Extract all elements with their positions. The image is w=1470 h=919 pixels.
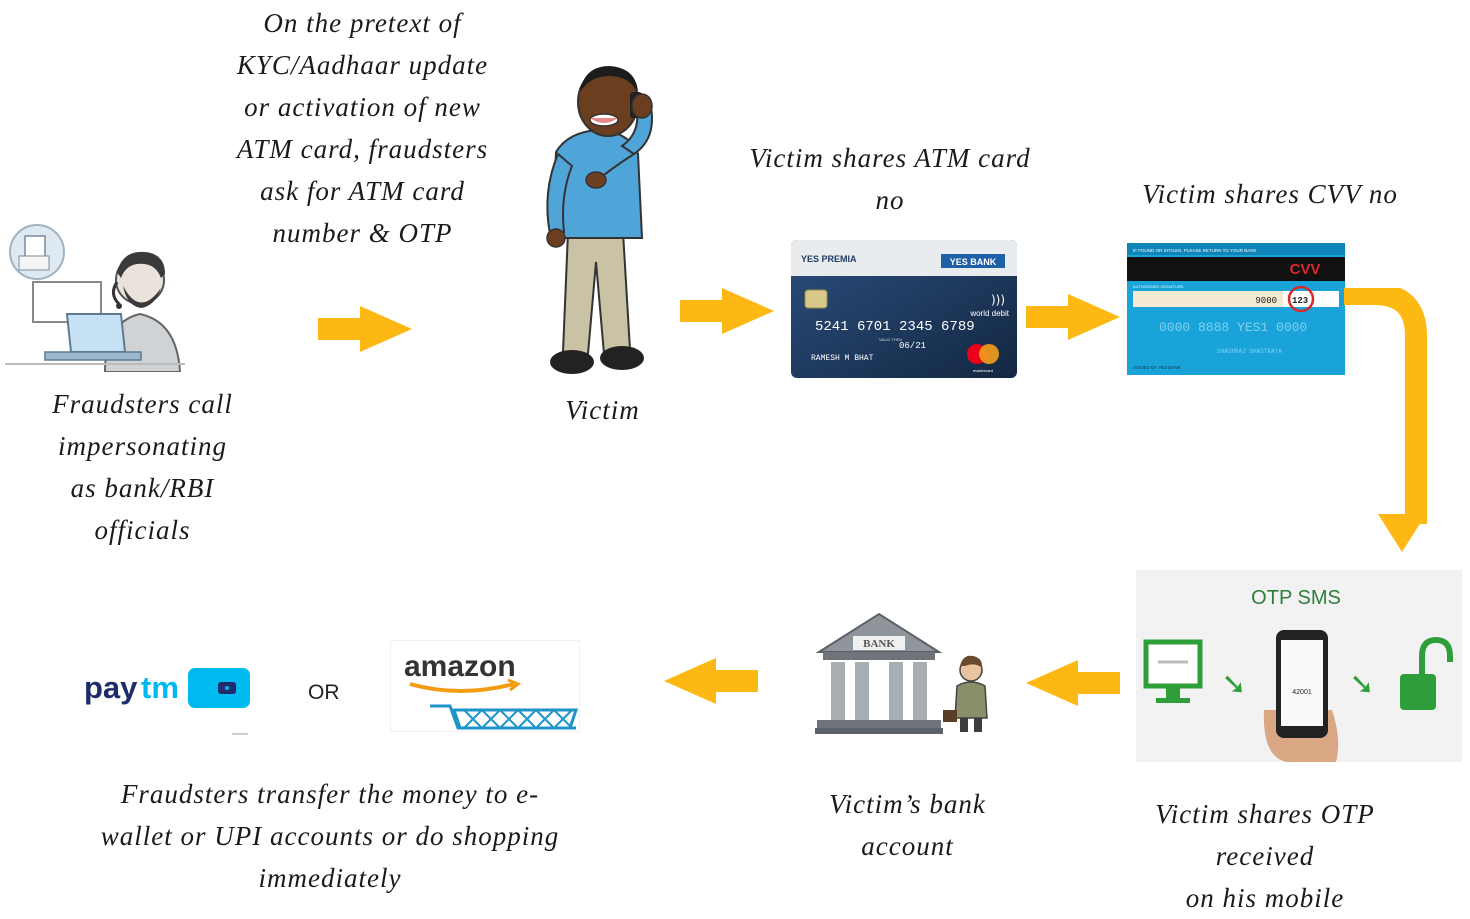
bank-sign-text: BANK [863, 638, 895, 650]
mobile-phone-icon: 42001 [1263, 630, 1339, 762]
mastercard-label: mastercard [973, 368, 993, 373]
card-back-header: IF FOUND OR STOLEN, PLEASE RETURN TO YOU… [1133, 248, 1256, 253]
shares-otp-caption: Victim shares OTP received on his mobile [1155, 799, 1375, 913]
or-label: OR [308, 681, 340, 704]
otp-code: 42001 [1292, 689, 1312, 696]
flow-arrow-left-2 [664, 658, 758, 704]
card-expiry: 06/21 [899, 341, 926, 351]
otp-sms-title: OTP SMS [1251, 587, 1341, 609]
card-number-faded: 0000 8888 YES1 0000 [1159, 320, 1307, 335]
computer-monitor-icon [1143, 639, 1203, 703]
signature-label: AUTHORISED SIGNATURE [1133, 284, 1184, 289]
amazon-wordmark: amazon [404, 650, 516, 683]
card-holder: RAMESH M BHAT [811, 354, 874, 363]
card-back-footer: ISSUED BY YES BANK [1133, 365, 1181, 370]
cvv-value: 123 [1292, 296, 1308, 306]
card-valid-label: VALID THRU [879, 337, 903, 342]
shopping-cart-icon [430, 704, 579, 730]
bank-customer-figure [943, 655, 988, 732]
shares-card-caption: Victim shares ATM card no [749, 143, 1031, 215]
flow-arrow-right-1 [318, 306, 412, 352]
victim-on-phone-illustration [546, 66, 653, 374]
otp-sms-illustration: OTP SMS ➘ 42001 ➘ [1136, 570, 1462, 762]
cvv-label: CVV [1290, 261, 1321, 278]
flow-arrow-left-1 [1026, 660, 1120, 706]
wallet-icon [188, 668, 250, 708]
amazon-logo: amazon [390, 640, 580, 732]
card-network: world debit [969, 309, 1009, 318]
paytm-wordmark-left: pay [84, 670, 138, 705]
fraudsters-call-caption: Fraudsters call impersonating as bank/RB… [52, 389, 233, 545]
fraudster-call-center-illustration [5, 224, 185, 372]
debit-card-front: YES PREMIA YES BANK ))) world debit 5241… [791, 240, 1017, 378]
paytm-wordmark-right: tm [141, 670, 179, 705]
card-brand-left: YES PREMIA [801, 254, 857, 264]
flow-arrow-right-2 [680, 288, 774, 334]
open-padlock-icon [1400, 636, 1453, 710]
pretext-caption: On the pretext of KYC/Aadhaar update or … [236, 8, 489, 248]
transfer-caption: Fraudsters transfer the money to e- wall… [100, 779, 560, 893]
card-holder-faded: SHASHRAJ SHASTRAYA [1217, 348, 1282, 355]
flow-arrow-right-3 [1026, 294, 1120, 340]
debit-card-back: IF FOUND OR STOLEN, PLEASE RETURN TO YOU… [1127, 243, 1345, 375]
contactless-icon: ))) [991, 293, 1005, 307]
shares-cvv-caption: Victim shares CVV no [1142, 179, 1398, 209]
victim-caption: Victim [565, 395, 640, 425]
green-arrow-icon: ➘ [1349, 667, 1374, 702]
bank-building-illustration: BANK [815, 612, 988, 734]
flow-arrow-down-elbow [1344, 288, 1427, 552]
bank-account-caption: Victim’s bank account [829, 789, 986, 861]
paytm-logo: pay tm [84, 668, 250, 735]
card-last-digits: 9000 [1255, 296, 1277, 306]
card-number: 5241 6701 2345 6789 [815, 319, 975, 335]
green-arrow-icon: ➘ [1221, 667, 1246, 702]
card-brand-right: YES BANK [950, 257, 997, 267]
